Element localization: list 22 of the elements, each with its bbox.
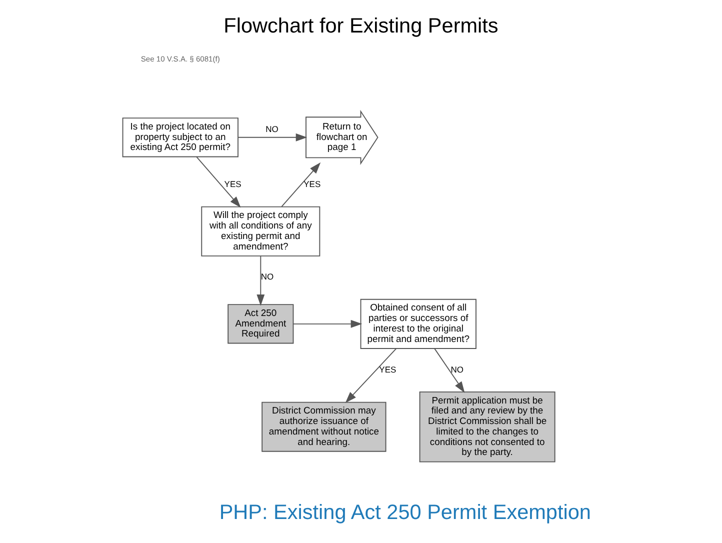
arrow bbox=[256, 256, 265, 306]
edge-label: NO bbox=[260, 272, 274, 282]
node-box: Will the project comply with all conditions of any existing permit and amendment? bbox=[201, 206, 320, 256]
label: See 10 V.S.A. § 6081(f) bbox=[140, 54, 220, 64]
edge-label: YES bbox=[224, 179, 242, 190]
node-box: Is the project located on property subject to an existing Act 250 permit? bbox=[122, 118, 238, 158]
edge-label: YES bbox=[379, 364, 396, 374]
arrow bbox=[281, 162, 321, 208]
arrow bbox=[434, 348, 465, 393]
node-box: Obtained consent of all parties or successors of interest to the original permit and amendment? bbox=[360, 298, 476, 349]
arrow bbox=[345, 348, 397, 404]
diagram-title: Flowchart for Existing Permits bbox=[224, 14, 498, 38]
edge-label: YES bbox=[304, 179, 321, 190]
arrow bbox=[196, 156, 241, 208]
node-box: Permit application must be filed and any review by the District Commission shall be limited to the changes to conditions not consented to by the party. bbox=[419, 391, 556, 462]
node-box: Act 250 Amendment Required bbox=[228, 304, 294, 344]
arrow bbox=[238, 133, 308, 142]
node-box: District Commission may authorize issuance of amendment without notice and hearing. bbox=[262, 402, 386, 452]
arrow bbox=[292, 320, 362, 328]
edge-label: NO bbox=[266, 124, 278, 134]
caption: PHP: Existing Act 250 Permit Exemption bbox=[219, 501, 591, 524]
edge-label: NO bbox=[450, 364, 464, 374]
